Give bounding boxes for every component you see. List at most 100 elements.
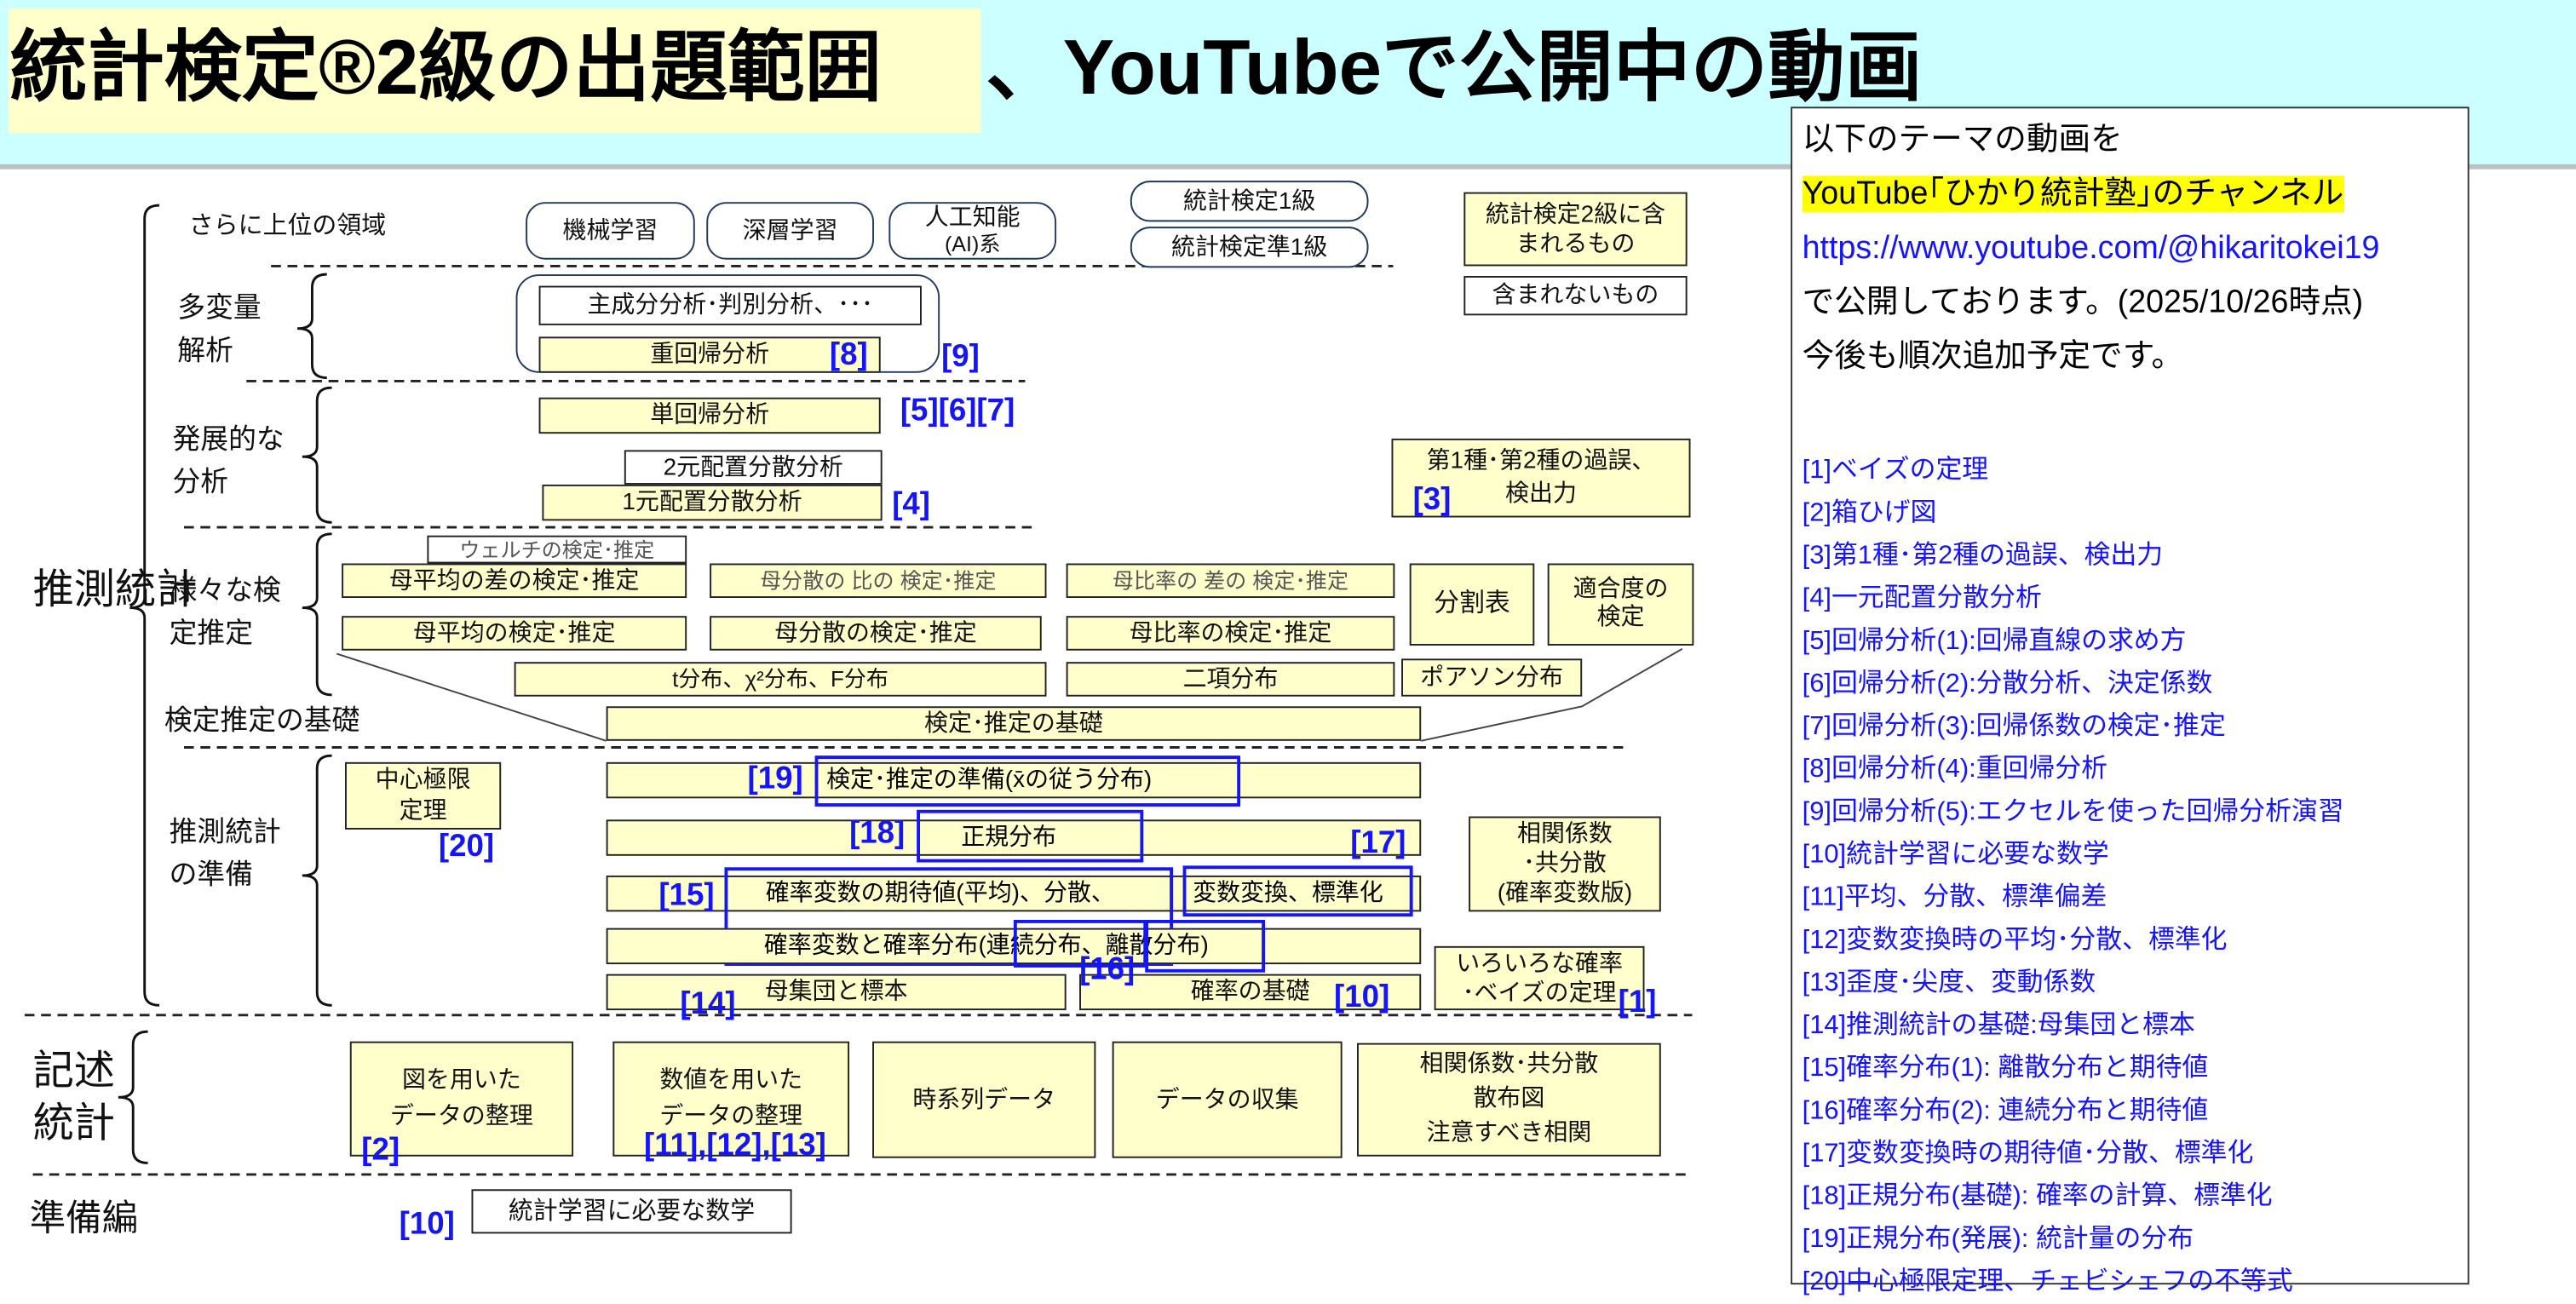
ref-4[interactable]: [4] (892, 487, 931, 523)
text-normal: 正規分布 (961, 824, 1057, 851)
box-test-basics: 検定･推定の基礎 (606, 706, 1422, 741)
brace (302, 754, 332, 1007)
video-list-item[interactable]: [1]ベイズの定理 (1802, 457, 1989, 485)
panel-line-1: 以下のテーマの動画を (1802, 121, 2123, 158)
video-list-item[interactable]: [17]変数変換時の期待値･分散、標準化 (1802, 1140, 2254, 1169)
row-expectation (606, 875, 1422, 912)
box-mean-diff: 母平均の差の検定･推定 (342, 563, 687, 598)
text-rv-dist: 確率変数と確率分布(連続分布、離散分布) (763, 933, 1209, 960)
video-list-item[interactable]: [10]統計学習に必要な数学 (1802, 841, 2109, 870)
video-list: [1]ベイズの定理 [2]箱ひげ図 [3]第1種･第2種の過誤、検出力 [4]一元配置… (1803, 450, 2458, 1304)
brace (302, 386, 332, 524)
text-xbar: 検定･推定の準備(x̄の従う分布) (826, 767, 1153, 794)
ref-15[interactable]: [15] (658, 878, 715, 914)
label-inferential: 推測統計 (32, 566, 198, 613)
video-list-item[interactable]: [20]中心極限定理、チェビシェフの不等式 (1802, 1267, 2293, 1296)
ref-8[interactable]: [8] (829, 338, 868, 373)
info-panel: 以下のテーマの動画を YouTube｢ひかり統計塾｣のチャンネル https:/… (1791, 106, 2470, 1296)
highlight-discrete (1145, 919, 1265, 973)
ref-10-prob[interactable]: [10] (1333, 980, 1390, 1015)
box-bayes: いろいろな確率･ベイズの定理 (1434, 945, 1645, 1011)
ref-17[interactable]: [17] (1350, 826, 1406, 861)
label-multivariate: 多変量解析 (177, 292, 262, 367)
video-list-item[interactable]: [19]正規分布(発展): 統計量の分布 (1802, 1225, 2194, 1254)
label-higher: さらに上位の領域 (188, 211, 387, 240)
brace (302, 532, 332, 697)
box-grade1: 統計検定1級 (1130, 181, 1369, 222)
ref-19[interactable]: [19] (747, 761, 803, 797)
text-transform: 変数変換、標準化 (1193, 880, 1383, 907)
video-list-item[interactable]: [7]回帰分析(3):回帰係数の検定･推定 (1802, 712, 2226, 741)
ref-2[interactable]: [2] (361, 1133, 400, 1169)
box-deep-learning: 深層学習 (706, 202, 874, 260)
box-prop: 母比率の検定･推定 (1066, 616, 1395, 651)
ref-9[interactable]: [9] (941, 340, 980, 375)
video-list-item[interactable]: [6]回帰分析(2):分散分析、決定係数 (1802, 669, 2213, 698)
ref-14[interactable]: [14] (680, 987, 736, 1022)
box-graph-data: 図を用いたデータの整理 (349, 1041, 574, 1157)
brace (118, 1030, 148, 1164)
video-list-item[interactable]: [16]確率分布(2): 連続分布と期待値 (1802, 1097, 2209, 1126)
highlight-18 (917, 809, 1144, 863)
video-list-item[interactable]: [14]推測統計の基礎:母集団と標本 (1802, 1011, 2195, 1040)
box-population: 母集団と標本 (606, 974, 1067, 1011)
box-welch: ウェルチの検定･推定 (427, 535, 687, 564)
box-ai: 人工知能(AI)系 (888, 202, 1057, 260)
panel-line-5: 今後も順次追加予定です。 (1802, 338, 2184, 375)
ref-3[interactable]: [3] (1412, 482, 1452, 518)
box-goodness-of-fit: 適合度の検定 (1547, 563, 1694, 646)
row-normal (606, 819, 1422, 856)
label-various-tests: 様々な検定推定 (169, 574, 281, 649)
title-highlight (8, 8, 981, 134)
box-simple-regression: 単回帰分析 (538, 397, 881, 434)
box-multiple-regression: 重回帰分析 (538, 336, 881, 373)
video-list-item[interactable]: [8]回帰分析(4):重回帰分析 (1802, 755, 2107, 784)
label-advanced: 発展的な分析 (172, 423, 285, 498)
box-corr-rv: 相関係数･共分散(確率変数版) (1469, 816, 1661, 912)
box-var: 母分散の検定･推定 (710, 616, 1042, 651)
ref-18[interactable]: [18] (849, 816, 906, 851)
video-list-item[interactable]: [4]一元配置分散分析 (1802, 584, 2042, 613)
box-two-way-anova: 2元配置分散分析 (624, 450, 883, 485)
ref-5-6-7[interactable]: [5][6][7] (900, 393, 1015, 429)
box-numeric-data: 数値を用いたデータの整理 (612, 1041, 850, 1157)
box-clt: 中心極限定理 (344, 761, 502, 830)
video-list-item[interactable]: [9]回帰分析(5):エクセルを使った回帰分析演習 (1802, 798, 2344, 827)
label-prep: 準備編 (29, 1197, 139, 1239)
box-binomial: 二項分布 (1066, 662, 1395, 697)
video-list-item[interactable]: [15]確率分布(1): 離散分布と期待値 (1802, 1054, 2209, 1083)
box-machine-learning: 機械学習 (526, 202, 695, 260)
label-inference-prep: 推測統計の準備 (169, 816, 281, 891)
video-list-item[interactable]: [13]歪度･尖度、変動係数 (1802, 968, 2096, 997)
ref-16[interactable]: [16] (1079, 952, 1136, 988)
box-prop-diff: 母比率の 差の 検定･推定 (1066, 563, 1395, 598)
panel-url-link[interactable]: https://www.youtube.com/@hikaritokei19 (1802, 229, 2380, 267)
video-list-item[interactable]: [3]第1種･第2種の過誤、検出力 (1802, 542, 2164, 571)
panel-channel: YouTube｢ひかり統計塾｣のチャンネル (1802, 175, 2344, 212)
text-expectation: 確率変数の期待値(平均)、分散、 (765, 880, 1115, 907)
box-pre1: 統計検定準1級 (1130, 227, 1369, 268)
highlight-19 (814, 755, 1241, 807)
legend-included: 統計検定2級に含まれるもの (1463, 192, 1688, 267)
box-contingency: 分割表 (1409, 563, 1535, 646)
page-title: 統計検定®2級の出題範囲 (9, 22, 883, 111)
ref-11-12-13[interactable]: [11],[12],[13] (643, 1128, 826, 1163)
panel-line-4: で公開しております。(2025/10/26時点) (1802, 284, 2364, 321)
highlight-15 (724, 867, 1173, 966)
ref-20[interactable]: [20] (438, 829, 495, 865)
box-correlation: 相関係数･共分散散布図注意すべき相関 (1356, 1043, 1661, 1157)
video-list-item[interactable]: [2]箱ひげ図 (1802, 499, 1937, 528)
video-list-item[interactable]: [18]正規分布(基礎): 確率の計算、標準化 (1802, 1182, 2273, 1211)
box-prob-basics: 確率の基礎 (1079, 974, 1422, 1011)
ref-1[interactable]: [1] (1618, 985, 1657, 1020)
row-xbar (606, 761, 1422, 799)
box-one-way-anova: 1元配置分散分析 (542, 484, 883, 521)
video-list-item[interactable]: [5]回帰分析(1):回帰直線の求め方 (1802, 627, 2187, 656)
ref-10-math[interactable]: [10] (399, 1207, 455, 1242)
page-title-rest: 、YouTubeで公開中の動画 (986, 22, 1923, 111)
brace (297, 273, 327, 380)
video-list-item[interactable]: [12]変数変換時の平均･分散、標準化 (1802, 926, 2228, 955)
video-list-item[interactable]: [11]平均、分散、標準偏差 (1802, 883, 2107, 912)
label-descriptive: 記述統計 (32, 1048, 116, 1147)
